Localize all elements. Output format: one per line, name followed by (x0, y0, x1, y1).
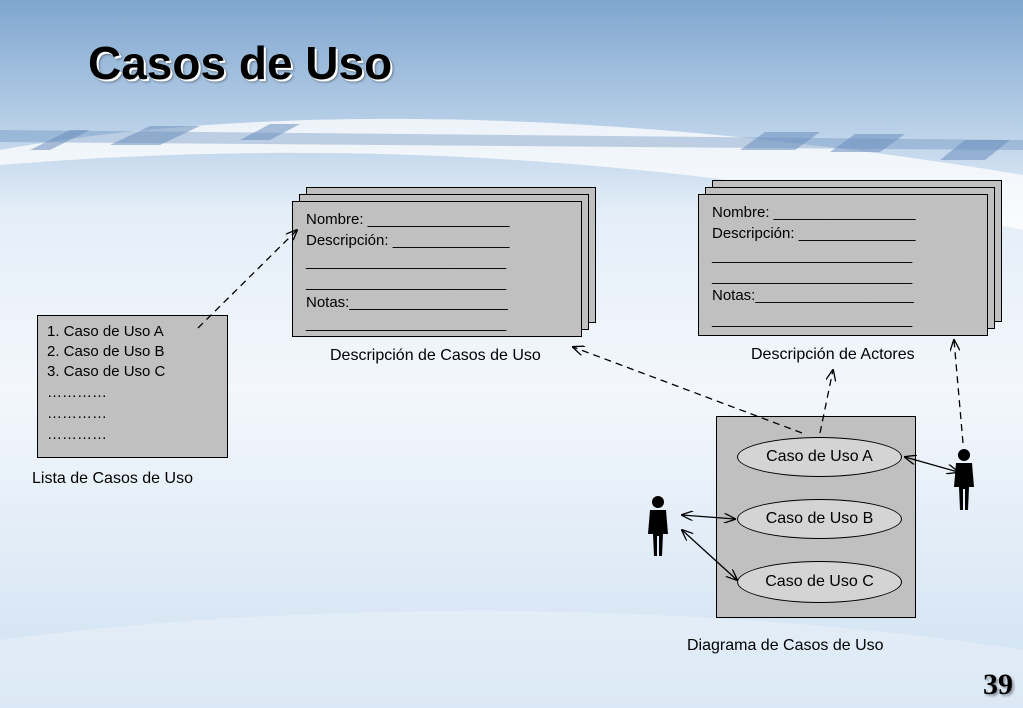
usecase-ellipse-b: Caso de Uso B (737, 499, 902, 539)
list-item: 3. Caso de Uso C (47, 363, 166, 380)
page-title: Casos de Uso (88, 37, 393, 89)
usecase-diagram-caption: Diagrama de Casos de Uso (687, 637, 884, 654)
usecase-list-caption: Lista de Casos de Uso (32, 470, 193, 487)
actor-desc-line: Nombre: _________________ (712, 204, 916, 221)
dashed-arrow-list-to-usecase-desc (197, 230, 297, 329)
actor-desc-line: Notas:___________________ (712, 287, 914, 304)
association-left-actor-c (682, 530, 737, 580)
usecase-desc-line: ________________________ (306, 274, 507, 291)
usecase-desc-sheet: Nombre: _________________ Descripción: _… (292, 201, 582, 337)
usecase-desc-line: ________________________ (306, 315, 507, 332)
list-item: 1. Caso de Uso A (47, 323, 164, 340)
list-item: ………… (47, 384, 107, 401)
list-item: ………… (47, 405, 107, 422)
usecase-ellipse-a: Caso de Uso A (737, 437, 902, 477)
usecase-desc-line: Notas:___________________ (306, 294, 508, 311)
usecase-desc-caption: Descripción de Casos de Uso (330, 347, 541, 364)
page-number: 39 (983, 668, 1013, 701)
actor-left-icon (648, 496, 668, 556)
actor-desc-caption: Descripción de Actores (751, 346, 915, 363)
usecase-desc-line: ________________________ (306, 253, 507, 270)
usecase-ellipse-c: Caso de Uso C (737, 561, 902, 603)
association-left-actor-b (682, 515, 735, 519)
actor-desc-sheet: Nombre: _________________ Descripción: _… (698, 194, 988, 336)
usecase-desc-line: Nombre: _________________ (306, 211, 510, 228)
list-item: ………… (47, 426, 107, 443)
actor-desc-line: ________________________ (712, 311, 913, 328)
dashed-arrow-diagram-to-usecase-desc (573, 347, 803, 434)
dashed-arrow-diagram-to-actor-desc (819, 370, 833, 434)
list-item: 2. Caso de Uso B (47, 343, 165, 360)
actor-right-icon (954, 449, 974, 510)
association-right-actor-a (905, 457, 958, 472)
usecase-list-box: 1. Caso de Uso A 2. Caso de Uso B 3. Cas… (37, 315, 228, 458)
actor-desc-line: ________________________ (712, 247, 913, 264)
usecase-desc-line: Descripción: ______________ (306, 232, 510, 249)
actor-desc-line: ________________________ (712, 268, 913, 285)
actor-desc-line: Descripción: ______________ (712, 225, 916, 242)
dashed-arrow-actor-to-actor-desc (954, 340, 964, 444)
